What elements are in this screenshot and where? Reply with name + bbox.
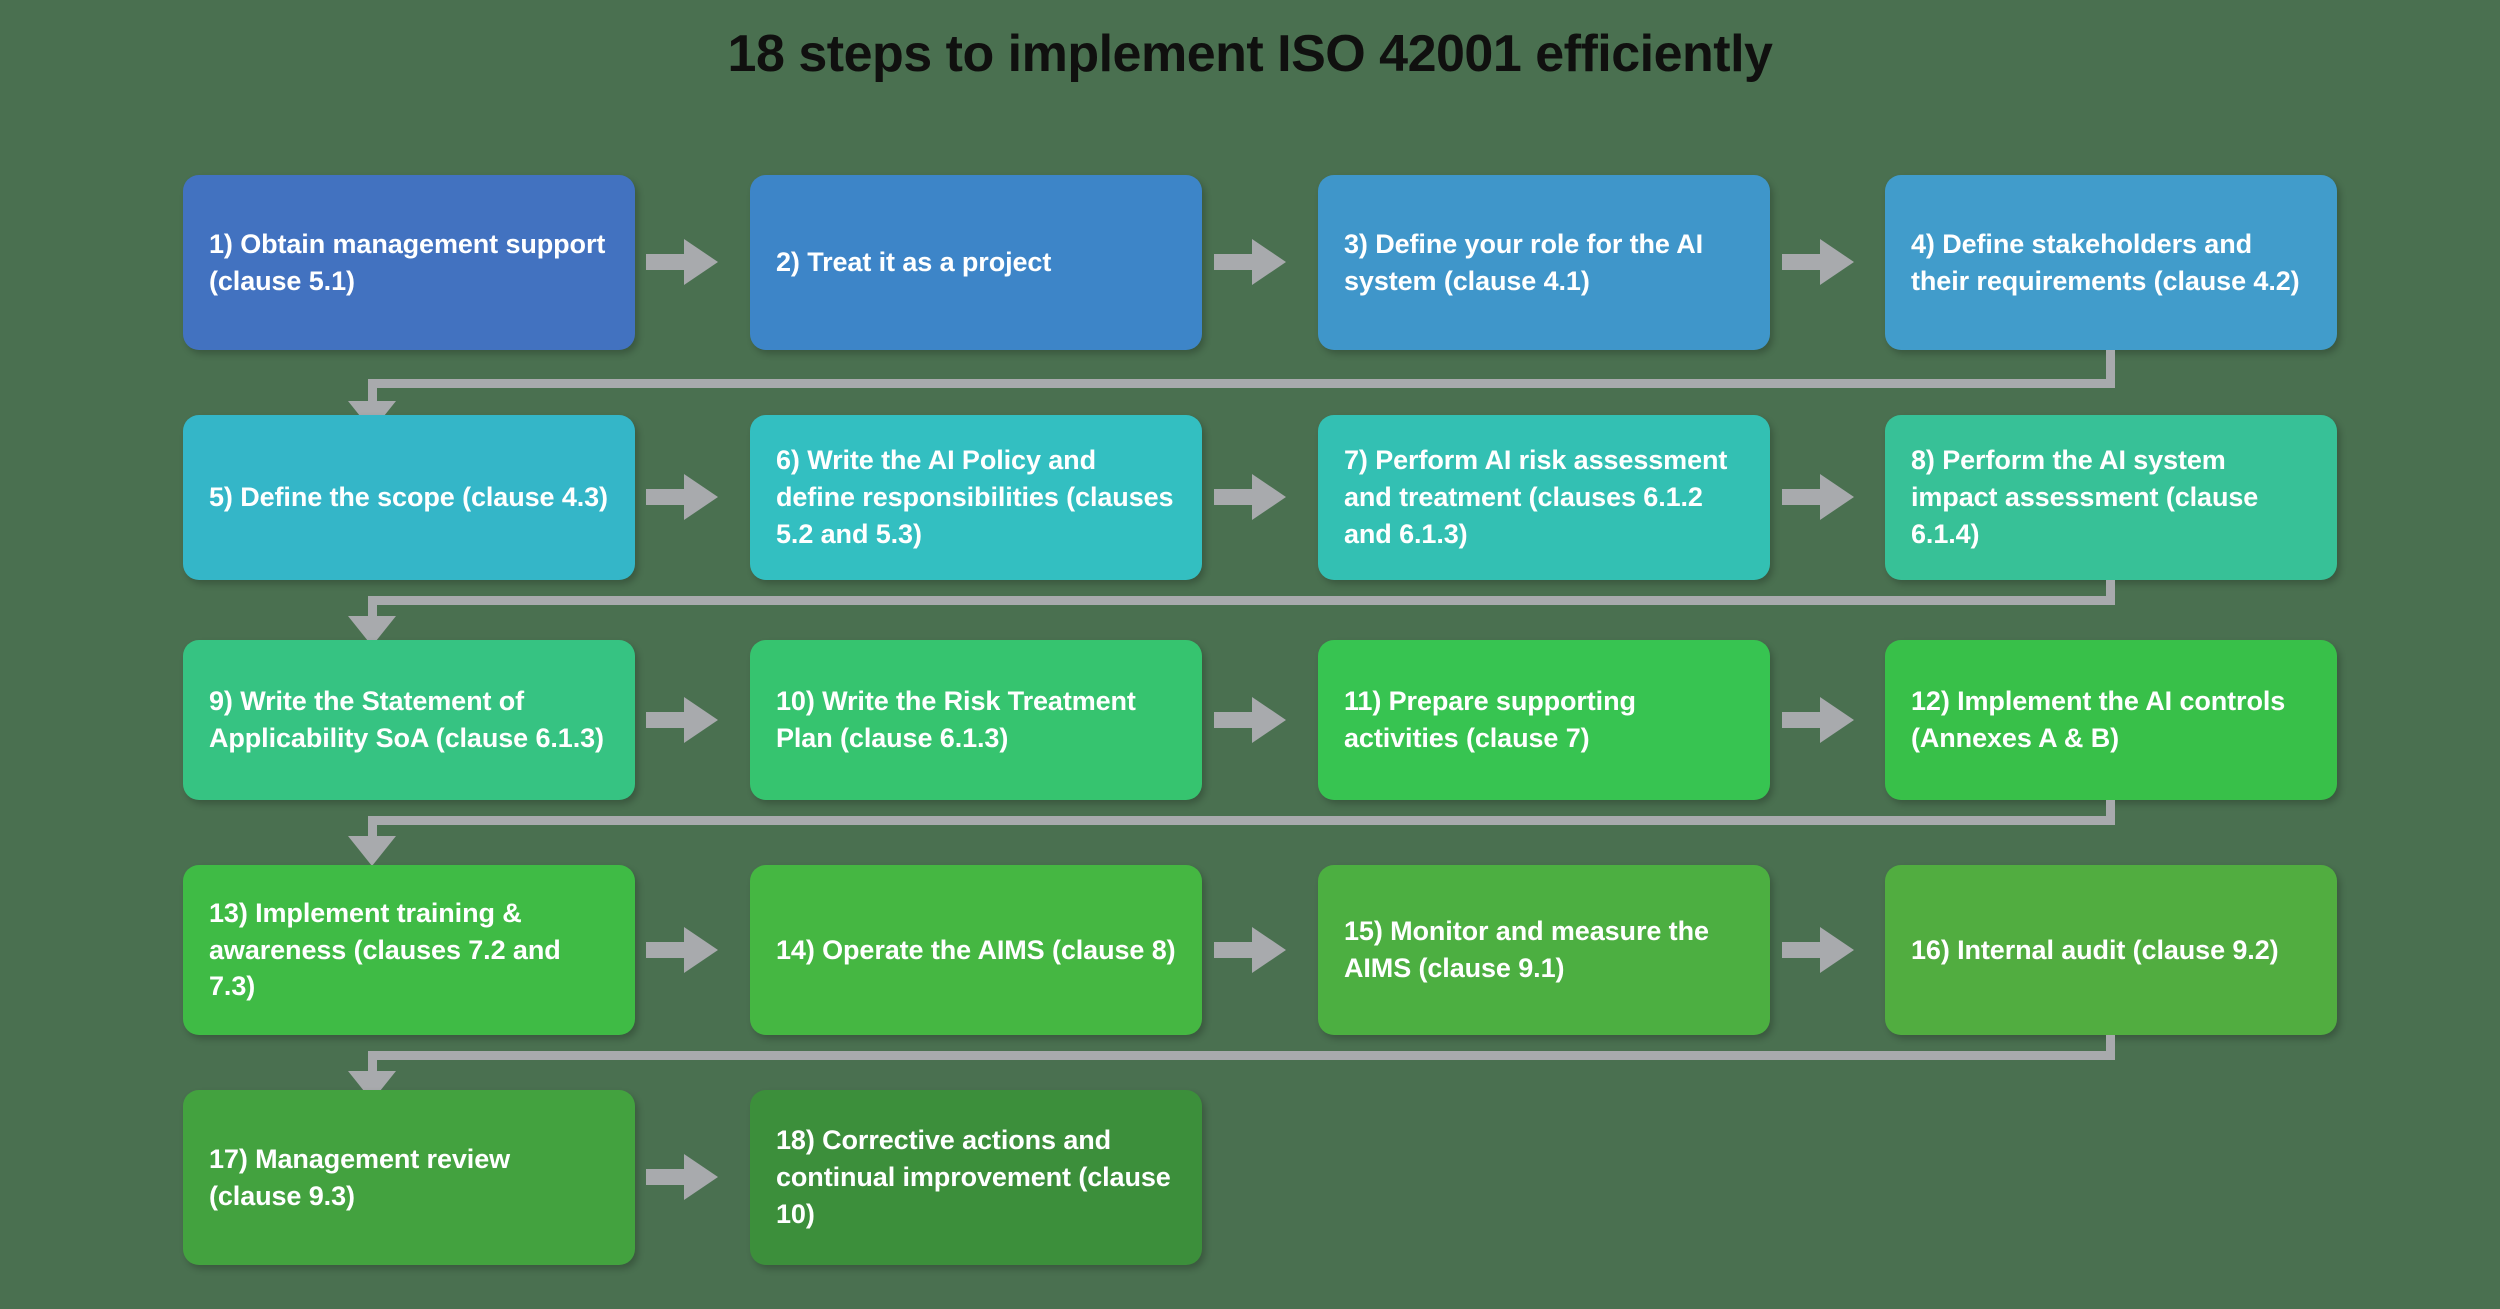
- step-box-2[interactable]: 2) Treat it as a project: [750, 175, 1202, 350]
- connector-segment-vertical-right: [2106, 800, 2115, 824]
- step-box-1[interactable]: 1) Obtain management support (clause 5.1…: [183, 175, 635, 350]
- step-box-16[interactable]: 16) Internal audit (clause 9.2): [1885, 865, 2337, 1035]
- connector-segment-vertical-left: [368, 816, 377, 840]
- step-label-18: 18) Corrective actions and continual imp…: [776, 1125, 1171, 1229]
- step-label-12: 12) Implement the AI controls (Annexes A…: [1911, 686, 2286, 753]
- step-box-8[interactable]: 8) Perform the AI system impact assessme…: [1885, 415, 2337, 580]
- page-title: 18 steps to implement ISO 42001 efficien…: [727, 25, 1773, 83]
- step-label-16: 16) Internal audit (clause 9.2): [1911, 934, 2279, 965]
- step-box-11[interactable]: 11) Prepare supporting activities (claus…: [1318, 640, 1770, 800]
- right-arrow-icon-14-15: [1214, 927, 1286, 973]
- right-arrow-icon-6-7: [1214, 474, 1286, 520]
- step-box-18[interactable]: 18) Corrective actions and continual imp…: [750, 1090, 1202, 1265]
- arrow-shaft: [646, 942, 688, 958]
- arrow-head: [1820, 474, 1854, 520]
- right-arrow-icon-7-8: [1782, 474, 1854, 520]
- step-label-11: 11) Prepare supporting activities (claus…: [1344, 686, 1636, 753]
- right-arrow-icon-9-10: [646, 697, 718, 743]
- connector-segment-vertical-left: [368, 596, 377, 620]
- step-label-4: 4) Define stakeholders and their require…: [1911, 228, 2300, 296]
- step-label-13: 13) Implement training & awareness (clau…: [209, 897, 561, 1002]
- step-label-3: 3) Define your role for the AI system (c…: [1344, 228, 1704, 296]
- arrow-head: [684, 927, 718, 973]
- step-label-15: 15) Monitor and measure the AIMS (clause…: [1344, 916, 1709, 983]
- step-box-6[interactable]: 6) Write the AI Policy and define respon…: [750, 415, 1202, 580]
- arrow-shaft: [646, 712, 688, 728]
- arrow-head: [1252, 697, 1286, 743]
- step-label-10: 10) Write the Risk Treatment Plan (claus…: [776, 686, 1136, 753]
- step-box-7[interactable]: 7) Perform AI risk assessment and treatm…: [1318, 415, 1770, 580]
- arrow-head: [1820, 927, 1854, 973]
- step-box-13[interactable]: 13) Implement training & awareness (clau…: [183, 865, 635, 1035]
- step-box-14[interactable]: 14) Operate the AIMS (clause 8): [750, 865, 1202, 1035]
- arrow-shaft: [1214, 942, 1256, 958]
- step-label-14: 14) Operate the AIMS (clause 8): [776, 934, 1176, 965]
- arrow-head: [684, 239, 718, 285]
- arrow-shaft: [1214, 712, 1256, 728]
- connector-segment-horizontal: [368, 379, 2115, 388]
- step-box-17[interactable]: 17) Management review (clause 9.3): [183, 1090, 635, 1265]
- step-box-10[interactable]: 10) Write the Risk Treatment Plan (claus…: [750, 640, 1202, 800]
- connector-segment-vertical-right: [2106, 350, 2115, 388]
- arrow-head: [1252, 927, 1286, 973]
- connector-segment-vertical-right: [2106, 580, 2115, 604]
- connector-segment-vertical-right: [2106, 1035, 2115, 1059]
- arrow-shaft: [1782, 254, 1824, 270]
- step-box-15[interactable]: 15) Monitor and measure the AIMS (clause…: [1318, 865, 1770, 1035]
- right-arrow-icon-15-16: [1782, 927, 1854, 973]
- arrow-shaft: [1782, 489, 1824, 505]
- arrow-shaft: [646, 254, 688, 270]
- arrow-head: [1820, 239, 1854, 285]
- step-box-9[interactable]: 9) Write the Statement of Applicability …: [183, 640, 635, 800]
- arrow-head: [1820, 697, 1854, 743]
- step-box-5[interactable]: 5) Define the scope (clause 4.3): [183, 415, 635, 580]
- right-arrow-icon-3-4: [1782, 239, 1854, 285]
- right-arrow-icon-13-14: [646, 927, 718, 973]
- down-arrow-icon-row3-row4: [348, 836, 396, 866]
- arrow-head: [684, 474, 718, 520]
- arrow-shaft: [1782, 712, 1824, 728]
- step-box-3[interactable]: 3) Define your role for the AI system (c…: [1318, 175, 1770, 350]
- connector-segment-vertical-left: [368, 1051, 377, 1075]
- step-label-6: 6) Write the AI Policy and define respon…: [776, 445, 1174, 549]
- arrow-head: [1252, 239, 1286, 285]
- connector-segment-horizontal: [368, 1051, 2115, 1060]
- arrow-shaft: [646, 489, 688, 505]
- step-label-1: 1) Obtain management support (clause 5.1…: [209, 228, 606, 296]
- arrow-head: [684, 697, 718, 743]
- arrow-shaft: [646, 1169, 688, 1185]
- connector-segment-horizontal: [368, 816, 2115, 825]
- step-box-12[interactable]: 12) Implement the AI controls (Annexes A…: [1885, 640, 2337, 800]
- step-label-9: 9) Write the Statement of Applicability …: [209, 686, 604, 753]
- right-arrow-icon-17-18: [646, 1154, 718, 1200]
- step-box-4[interactable]: 4) Define stakeholders and their require…: [1885, 175, 2337, 350]
- step-label-17: 17) Management review (clause 9.3): [209, 1143, 511, 1211]
- right-arrow-icon-11-12: [1782, 697, 1854, 743]
- step-label-2: 2) Treat it as a project: [776, 247, 1052, 278]
- connector-segment-vertical-left: [368, 379, 377, 405]
- right-arrow-icon-5-6: [646, 474, 718, 520]
- step-label-7: 7) Perform AI risk assessment and treatm…: [1344, 445, 1728, 549]
- right-arrow-icon-10-11: [1214, 697, 1286, 743]
- arrow-shaft: [1214, 489, 1256, 505]
- arrow-head: [1252, 474, 1286, 520]
- connector-segment-horizontal: [368, 596, 2115, 605]
- arrow-shaft: [1782, 942, 1824, 958]
- right-arrow-icon-2-3: [1214, 239, 1286, 285]
- step-label-8: 8) Perform the AI system impact assessme…: [1911, 445, 2259, 549]
- arrow-head: [684, 1154, 718, 1200]
- right-arrow-icon-1-2: [646, 239, 718, 285]
- step-label-5: 5) Define the scope (clause 4.3): [209, 482, 608, 513]
- arrow-shaft: [1214, 254, 1256, 270]
